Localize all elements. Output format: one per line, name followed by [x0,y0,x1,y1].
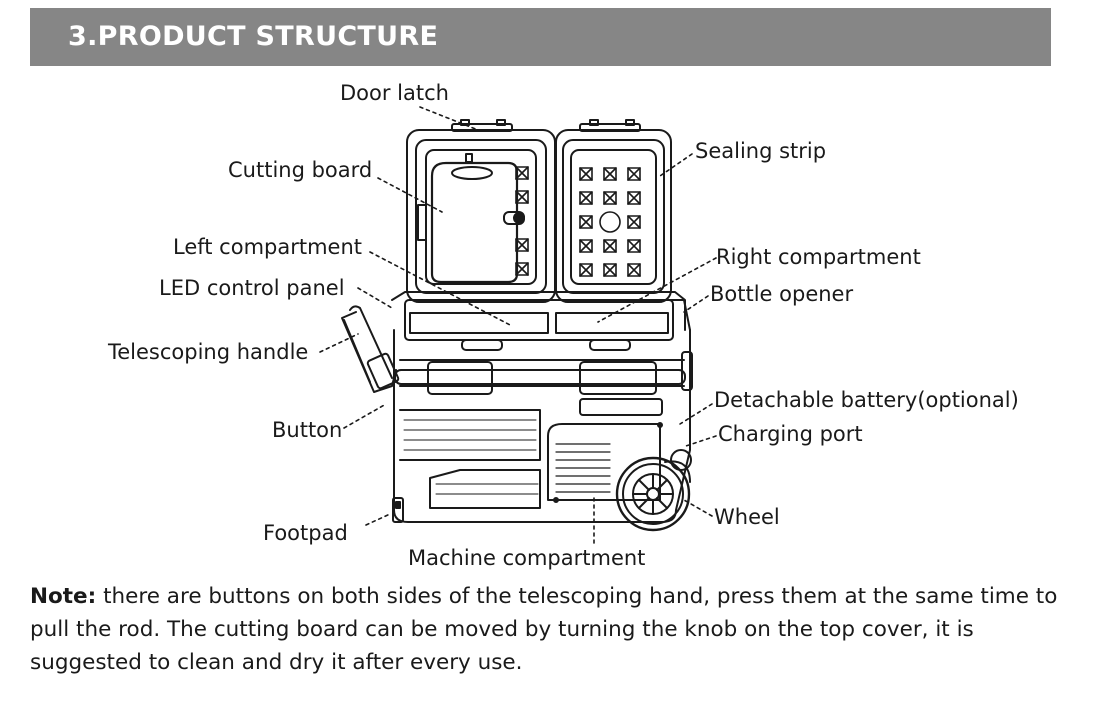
section-header: 3.PRODUCT STRUCTURE [30,8,1051,66]
label-right-compartment: Right compartment [716,245,921,269]
label-charging-port: Charging port [718,422,863,446]
label-cutting-board: Cutting board [228,158,372,182]
leader-charging-port [685,435,717,447]
leader-sealing-strip [659,153,693,177]
label-left-compartment: Left compartment [173,235,362,259]
leader-footpad [365,513,391,526]
leader-wheel [683,499,713,517]
leader-right-compartment [597,257,717,323]
label-wheel: Wheel [714,505,780,529]
section-title: 3.PRODUCT STRUCTURE [68,21,439,52]
leader-left-compartment [369,251,513,327]
label-machine-compartment: Machine compartment [408,546,645,570]
footpad [392,497,404,523]
leader-door-latch [419,106,479,131]
note-label: Note: [30,584,97,609]
leader-telescoping-handle [319,333,359,353]
label-detachable-battery: Detachable battery(optional) [714,388,1019,412]
leader-button [343,403,387,429]
leader-bottle-opener [683,295,709,313]
door-latch [451,119,641,132]
label-sealing-strip: Sealing strip [695,139,826,163]
label-bottle-opener: Bottle opener [710,282,853,306]
label-door-latch: Door latch [340,81,449,105]
right-lid-grid [579,167,641,277]
left-lid [406,129,556,303]
telescoping-handle [341,305,400,393]
left-lid-slots [515,166,529,276]
label-footpad: Footpad [263,521,348,545]
leader-cutting-board [377,177,443,213]
leader-detachable-battery [679,403,713,425]
note-text: there are buttons on both sides of the t… [30,584,1058,675]
label-led-control-panel: LED control panel [159,276,345,300]
leader-led-panel [357,287,393,309]
wheel [615,449,692,532]
label-button: Button [272,418,342,442]
note-paragraph: Note: there are buttons on both sides of… [30,580,1070,679]
label-telescoping-handle: Telescoping handle [107,340,308,364]
